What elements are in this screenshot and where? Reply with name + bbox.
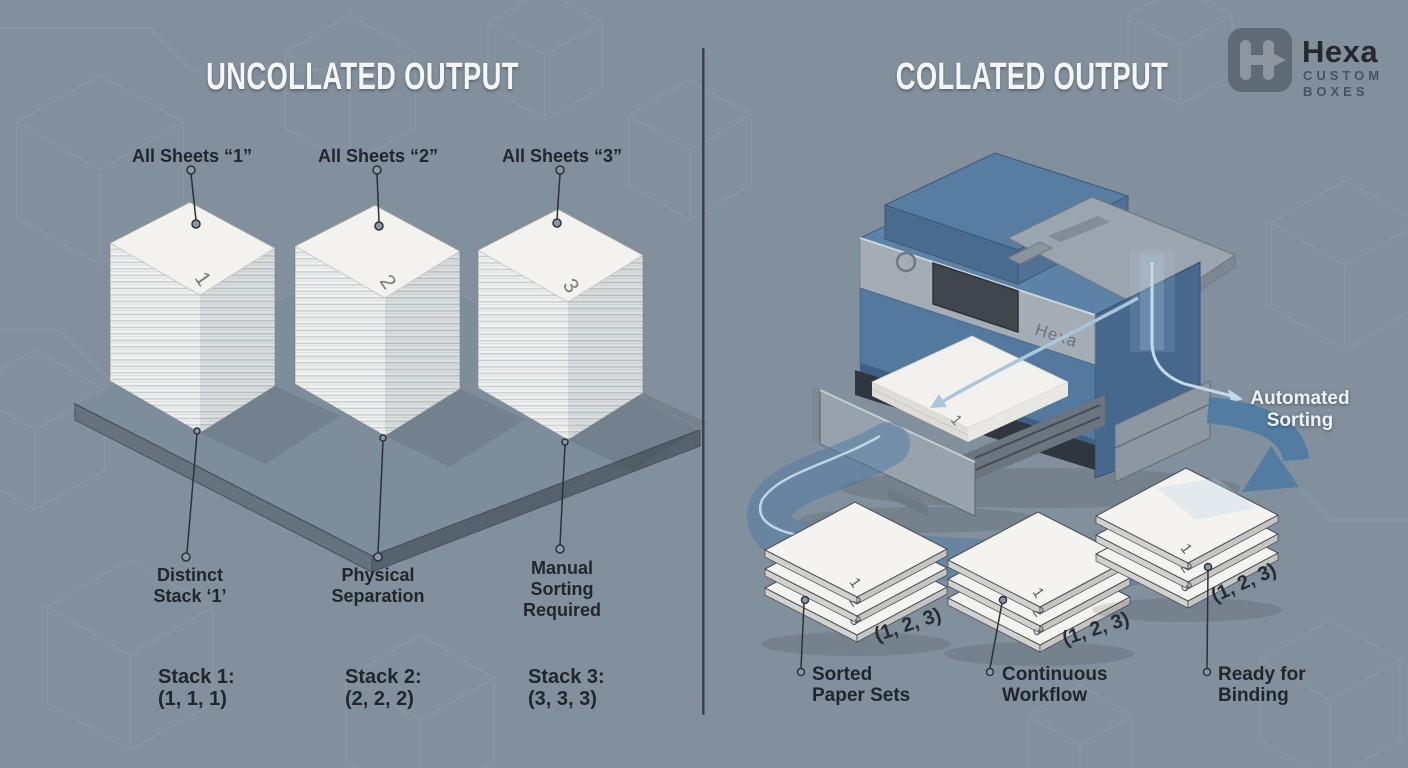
logo-subtitle-line1: CUSTOM <box>1303 68 1384 83</box>
right-panel-title: COLLATED OUTPUT <box>895 56 1169 98</box>
stack-1-callout: Distinct Stack ‘1’ <box>153 565 227 606</box>
left-leader-lines <box>181 165 569 562</box>
hexa-logo: Hexa CUSTOM BOXES <box>1228 28 1398 100</box>
automated-sorting-arrow-icon <box>1150 262 1243 403</box>
panel-divider <box>702 48 705 715</box>
logo-subtitle-line2: BOXES <box>1303 84 1369 99</box>
uncollated-stack-3: 3 <box>477 208 708 471</box>
set-1-callout: Sorted Paper Sets <box>812 664 911 706</box>
uncollated-stack-1: 1 <box>109 201 340 464</box>
logo-name: Hexa <box>1302 34 1379 69</box>
hexa-logo-badge <box>1228 28 1292 92</box>
hexa-monogram-icon <box>1240 40 1286 80</box>
stack-1-footer: Stack 1: (1, 1, 1) <box>158 666 235 710</box>
automated-sorting-label: Automated Sorting <box>1250 388 1350 431</box>
stack-3-top-label: All Sheets “3” <box>501 146 623 166</box>
collated-set-1: 1 2 3 <box>761 501 951 656</box>
stack-2-top-label: All Sheets “2” <box>317 146 439 166</box>
uncollated-stack-2: 2 <box>294 204 525 467</box>
right-leader-lines <box>796 562 1213 677</box>
set-2-callout: Continuous Workflow <box>1002 664 1108 706</box>
big-sorting-arrow-icon <box>1206 397 1309 492</box>
stack-1-top-label: All Sheets “1” <box>131 146 253 166</box>
power-button-icon <box>895 251 917 273</box>
stack-2-footer: Stack 2: (2, 2, 2) <box>345 666 422 710</box>
stack-3-footer: Stack 3: (3, 3, 3) <box>528 666 605 710</box>
collated-set-2: 1 2 3 <box>944 511 1134 666</box>
stack-2-callout: Physical Separation <box>331 565 425 606</box>
collated-set-3: 1 2 3 <box>1092 467 1282 622</box>
left-panel-title: UNCOLLATED OUTPUT <box>206 56 519 98</box>
set-3-callout: Ready for Binding <box>1218 664 1306 706</box>
stack-3-callout: Manual Sorting Required <box>522 558 601 620</box>
tray-feed-arrow-icon <box>930 296 1139 408</box>
